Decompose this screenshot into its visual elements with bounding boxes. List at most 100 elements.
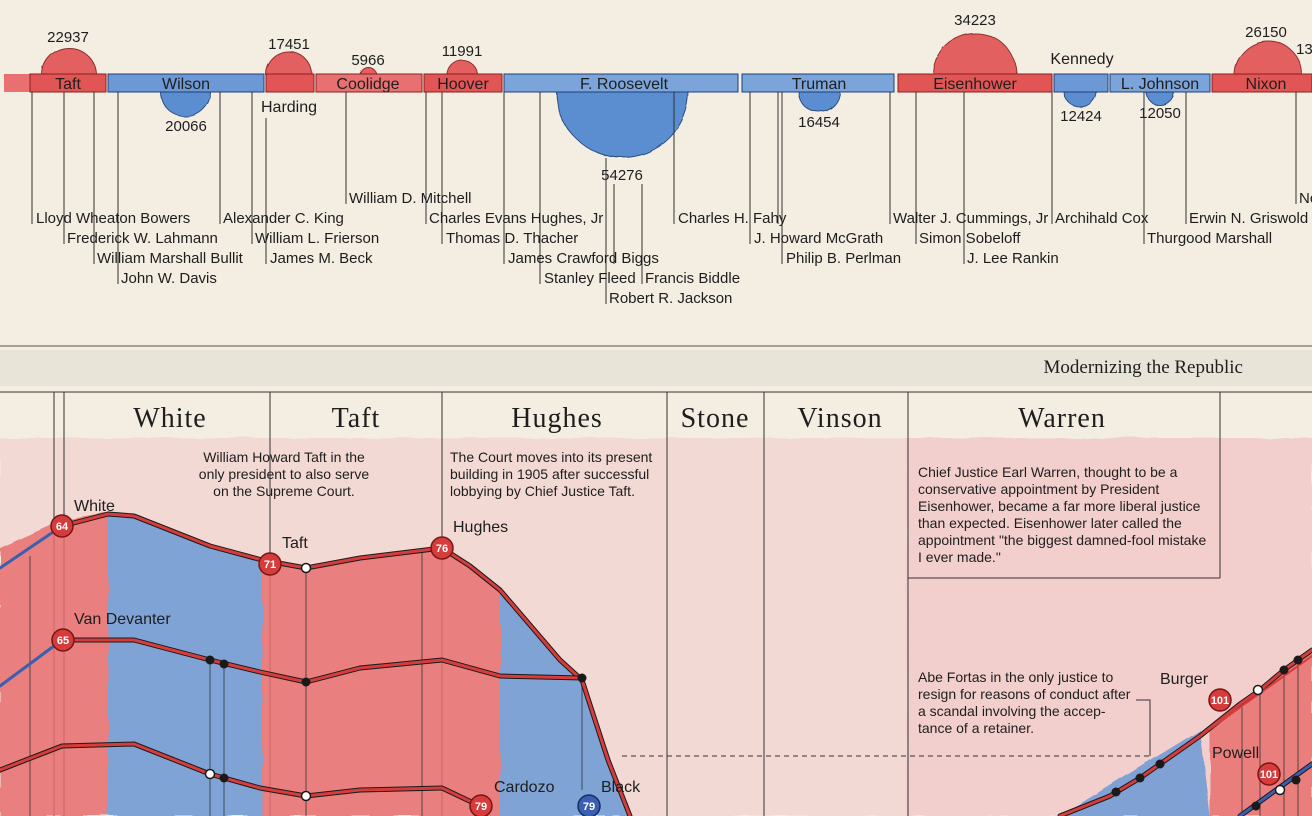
president-value: 17451 xyxy=(268,36,310,53)
president-bars xyxy=(4,73,1312,93)
era-heading: Stone xyxy=(681,403,750,434)
president-name: L. Johnson xyxy=(1121,76,1199,93)
svg-text:I ever made.": I ever made." xyxy=(918,549,1001,565)
justice-name: White xyxy=(74,498,115,515)
president-name: Taft xyxy=(55,76,81,93)
court-eras-panel: Modernizing the Republic White Taft Hugh… xyxy=(0,350,1312,816)
solicitor-name: James M. Beck xyxy=(270,250,373,267)
solicitor-name: Philip B. Perlman xyxy=(786,250,901,267)
justice-badge-black: 79 xyxy=(577,794,601,816)
hoover-bubble xyxy=(446,59,478,76)
solicitor-name: Archihald Cox xyxy=(1055,210,1149,227)
justice-badge-taft: 71 xyxy=(258,552,282,576)
svg-text:William Howard Taft in the: William Howard Taft in the xyxy=(203,449,365,465)
president-name: Truman xyxy=(792,76,847,93)
svg-text:76: 76 xyxy=(436,543,448,555)
svg-text:only president to also serve: only president to also serve xyxy=(199,466,370,482)
svg-text:The Court moves into its prese: The Court moves into its present xyxy=(450,449,652,465)
solicitor-name: Robert R. Jackson xyxy=(609,290,732,307)
president-value: 12050 xyxy=(1139,105,1181,122)
nixon-bubble xyxy=(1233,40,1303,76)
justice-name: Powell xyxy=(1212,745,1259,762)
justice-name: Hughes xyxy=(453,519,508,536)
solicitor-name: Lloyd Wheaton Bowers xyxy=(36,210,190,227)
note-taft: William Howard Taft in the only presiden… xyxy=(199,449,370,499)
justice-badge-white: 64 xyxy=(50,514,74,538)
solicitor-name: Charles H. Fahy xyxy=(678,210,787,227)
president-value: 34223 xyxy=(954,12,996,29)
svg-text:79: 79 xyxy=(583,801,595,813)
johnson-bubble xyxy=(1145,90,1175,106)
president-value: 22937 xyxy=(47,29,89,46)
svg-text:building in 1905 after success: building in 1905 after successful xyxy=(450,466,649,482)
era-heading: Hughes xyxy=(511,403,603,434)
svg-text:a scandal involving the accep-: a scandal involving the accep- xyxy=(918,703,1106,719)
roosevelt-bubble xyxy=(555,90,689,158)
solicitor-name: William D. Mitchell xyxy=(349,190,472,207)
solicitor-name: Simon Sobeloff xyxy=(919,230,1021,247)
svg-text:resign for reasons of conduct: resign for reasons of conduct after xyxy=(918,686,1131,702)
era-heading: Vinson xyxy=(797,403,882,434)
justice-name: Black xyxy=(601,779,641,796)
solicitor-name-clipped: Nc xyxy=(1299,190,1312,207)
president-name: Hoover xyxy=(437,76,489,93)
svg-text:71: 71 xyxy=(264,559,276,571)
president-value: 11991 xyxy=(442,43,483,60)
svg-text:Eisenhower, became a far more: Eisenhower, became a far more liberal ju… xyxy=(918,498,1201,514)
president-name: Harding xyxy=(261,99,317,116)
president-value: 26150 xyxy=(1245,24,1287,41)
justice-badge-powell: 101 xyxy=(1257,762,1281,786)
president-name: Kennedy xyxy=(1050,51,1113,68)
president-name: F. Roosevelt xyxy=(580,76,669,93)
era-heading: White xyxy=(133,403,206,434)
era-heading: Warren xyxy=(1018,403,1106,434)
svg-text:64: 64 xyxy=(56,521,69,533)
justice-badge-hughes: 76 xyxy=(430,536,454,560)
president-value: 16454 xyxy=(798,114,840,131)
svg-text:on the Supreme Court.: on the Supreme Court. xyxy=(213,483,355,499)
note-hughes: The Court moves into its present buildin… xyxy=(450,449,652,499)
svg-text:101: 101 xyxy=(1260,769,1278,781)
justice-name: Burger xyxy=(1160,671,1209,688)
svg-text:79: 79 xyxy=(475,801,487,813)
solicitor-name: Alexander C. King xyxy=(223,210,344,227)
taft-bubble xyxy=(41,47,97,76)
justice-name: Van Devanter xyxy=(74,611,171,628)
solicitor-name: Frederick W. Lahmann xyxy=(67,230,218,247)
solicitor-name: Charles Evans Hughes, Jr xyxy=(429,210,603,227)
svg-text:Chief Justice Earl Warren, tho: Chief Justice Earl Warren, thought to be… xyxy=(918,464,1178,480)
event-nodes xyxy=(204,562,1303,811)
president-value: 12424 xyxy=(1060,108,1102,125)
justice-name: Cardozo xyxy=(494,779,555,796)
president-name: Nixon xyxy=(1246,76,1287,93)
president-value: 54276 xyxy=(601,167,643,184)
section-band xyxy=(0,350,1312,386)
justice-badge-burger: 101 xyxy=(1208,688,1232,712)
kennedy-bubble xyxy=(1063,90,1097,108)
section-title: Modernizing the Republic xyxy=(1044,357,1243,378)
solicitor-name: William Marshall Bullit xyxy=(97,250,244,267)
eisenhower-bubble xyxy=(932,32,1018,76)
justice-badge-cardozo: 79 xyxy=(469,794,493,816)
svg-text:tance of a retainer.: tance of a retainer. xyxy=(918,720,1034,736)
svg-text:Abe Fortas in the only justice: Abe Fortas in the only justice to xyxy=(918,669,1114,685)
note-fortas: Abe Fortas in the only justice to resign… xyxy=(918,669,1131,736)
svg-text:65: 65 xyxy=(57,635,69,647)
wilson-bubble xyxy=(159,90,211,117)
president-name: Wilson xyxy=(162,76,210,93)
justice-badge-van-devanter: 65 xyxy=(51,628,75,652)
solicitor-name: William L. Frierson xyxy=(255,230,379,247)
solicitor-name: John W. Davis xyxy=(121,270,217,287)
solicitor-name: Francis Biddle xyxy=(645,270,740,287)
svg-text:conservative appointment by Pr: conservative appointment by President xyxy=(918,481,1159,497)
solicitor-names: Lloyd Wheaton Bowers Frederick W. Lahman… xyxy=(36,190,1312,307)
svg-text:than expected. Eisenhower late: than expected. Eisenhower later called t… xyxy=(918,515,1182,531)
solicitor-name: Walter J. Cummings, Jr xyxy=(893,210,1048,227)
solicitor-name: J. Lee Rankin xyxy=(967,250,1059,267)
solicitor-name: James Crawford Biggs xyxy=(508,250,659,267)
svg-text:lobbying by Chief Justice Taft: lobbying by Chief Justice Taft. xyxy=(450,483,635,499)
solicitor-name: Thurgood Marshall xyxy=(1147,230,1272,247)
president-name: Coolidge xyxy=(336,76,399,93)
svg-text:appointment "the biggest damne: appointment "the biggest damned-fool mis… xyxy=(918,532,1206,548)
